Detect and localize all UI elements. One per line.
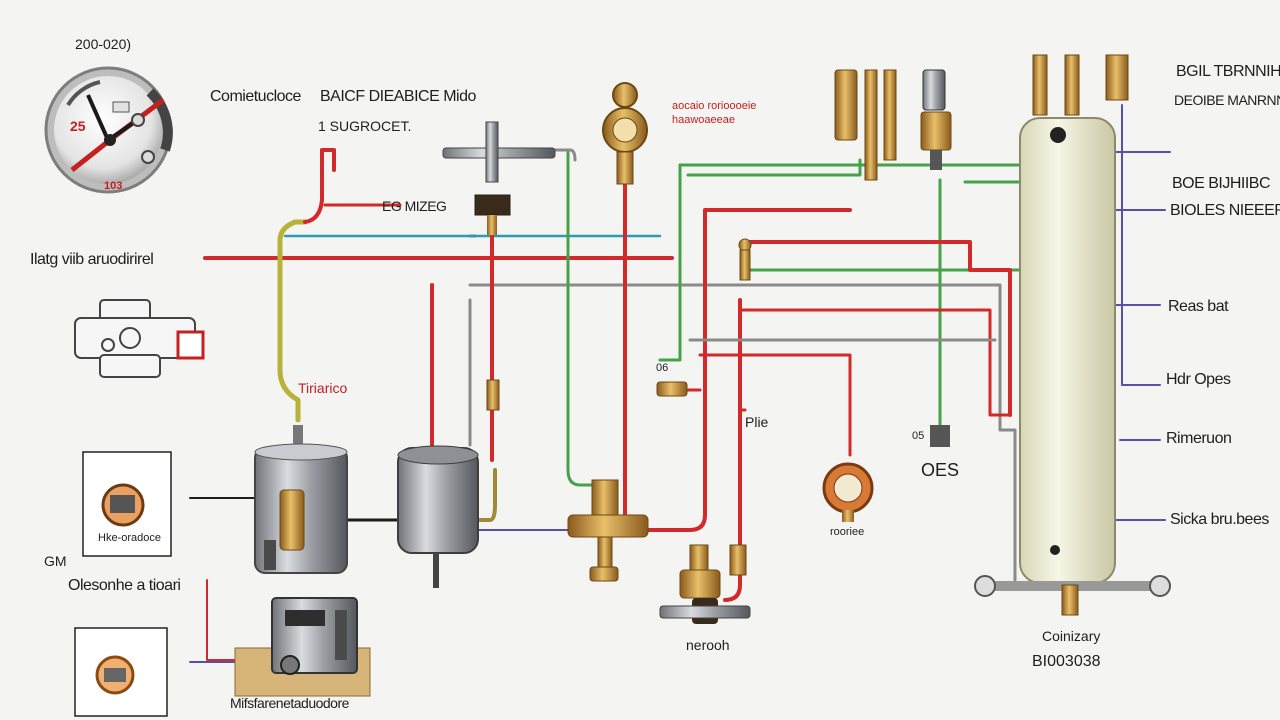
red-pipe-boiler-1 — [748, 240, 1012, 417]
label-left-box-caption: Hke-oradoce — [98, 532, 161, 544]
red-pipe-meter — [698, 353, 852, 457]
boiler-top-fittings-icon — [1032, 54, 1129, 116]
label-small-valve: 06 — [656, 362, 669, 374]
valve-cluster-top-icon — [834, 69, 952, 181]
label-pump-top: aocaio rorioooeie — [672, 100, 757, 112]
label-right-7: Rimeruon — [1166, 430, 1232, 447]
red-pipe-controls — [206, 579, 236, 661]
expansion-tank-icon — [397, 445, 479, 588]
grey-pipe-top — [553, 148, 577, 162]
gauge-header: 200-020) — [75, 36, 132, 52]
red-pipe-boiler-3 — [738, 308, 1012, 417]
tee-valve-icon — [442, 121, 556, 235]
red-hook-pipe — [303, 148, 336, 224]
small-valve-mid-icon — [486, 238, 752, 411]
label-boiler-code: BI003038 — [1032, 653, 1101, 670]
green-loop-pipe — [538, 148, 607, 487]
brass-valve-icon-top — [602, 82, 648, 185]
label-sub-row: 1 SUGROCET. — [318, 118, 412, 134]
water-heater-icon — [254, 425, 348, 574]
label-oes: OES — [921, 460, 960, 480]
label-boiler-caption: Coinizary — [1042, 628, 1101, 644]
label-right-5: Reas bat — [1168, 298, 1229, 315]
connector-block-icon — [74, 299, 205, 378]
leader-4 — [1121, 104, 1161, 386]
gauge-icon — [44, 66, 173, 194]
label-gm: GM — [44, 553, 67, 569]
grey-pipe-tank-right — [478, 468, 497, 522]
boiler-icon — [974, 117, 1171, 616]
label-top-row: Comietucloce — [210, 88, 301, 105]
label-right-1: BGIL TBRNNIH — [1176, 63, 1280, 80]
label-meter-caption: rooriee — [830, 526, 865, 538]
label-right-4: BIOLES NIEEER — [1170, 202, 1280, 219]
thumbnail-pump-icon — [74, 627, 168, 717]
label-right-8: Sicka bru.bees — [1170, 511, 1269, 528]
grey-return-pipe — [468, 283, 1017, 582]
label-tank-tag: Tiriarico — [298, 380, 348, 396]
green-pipe-upper-3 — [686, 158, 862, 177]
oes-valve-icon — [930, 425, 950, 447]
label-right-2: DEOIBE MANRNN — [1174, 92, 1280, 108]
yellow-gas-pipe — [277, 219, 308, 423]
red-pipe-boiler-2 — [723, 298, 742, 602]
pressure-meter-icon — [822, 462, 874, 522]
green-pipe-upper-2 — [658, 163, 682, 362]
gauge-bottom-mark: 103 — [104, 180, 123, 192]
label-right-3: BOE BIJHIIBC — [1172, 175, 1271, 192]
red-pipe-brass-down — [623, 178, 852, 532]
label-left-mid: Olesonhe a tioari — [68, 577, 181, 594]
thumbnail-heater-icon — [82, 451, 172, 557]
bottom-valve-icon — [659, 544, 751, 624]
label-valve-tag: EG MIZEG — [382, 198, 447, 214]
flow-valve-icon — [567, 479, 649, 582]
label-right-6: Hdr Opes — [1166, 371, 1231, 388]
label-top-row-box: BAICF DIEABICE Mido — [320, 88, 476, 105]
label-left-main: Ilatg viib aruodirirel — [30, 251, 154, 268]
label-pump-top-2: haawoaeeae — [672, 114, 736, 126]
control-unit-icon — [234, 597, 371, 697]
label-bottom-left: Mifsfarenetaduodore — [230, 695, 349, 711]
label-bottom-valve: nerooh — [686, 637, 730, 653]
pipe-network — [189, 104, 1171, 663]
gauge-left-mark: 25 — [70, 118, 86, 134]
label-plie: Plie — [745, 414, 769, 430]
label-oes-small: 05 — [912, 430, 925, 442]
